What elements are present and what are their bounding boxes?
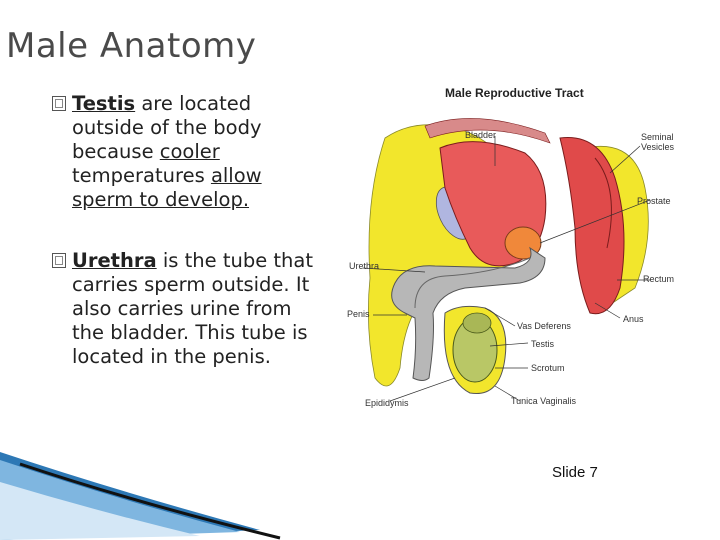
decorative-swoosh [0,452,281,540]
bullet-text: temperatures [72,164,211,187]
bullet-box-icon [52,96,66,111]
slide-title: Male Anatomy [6,26,257,66]
figure-title: Male Reproductive Tract [445,86,584,100]
bullet-text: is the tube that carries sperm outside. … [72,249,314,368]
label-tunica-vaginalis: Tunica Vaginalis [511,396,577,406]
bullet-text: are located outside of the body because [72,92,262,163]
anatomy-figure: Male Reproductive Tract Bladder Seminal … [345,78,675,418]
label-testis: Testis [531,339,555,349]
label-prostate: Prostate [637,196,671,206]
label-penis: Penis [347,309,370,319]
label-urethra: Urethra [349,261,380,271]
label-anus: Anus [623,314,644,324]
bullet-urethra: Urethra is the tube that carries sperm o… [52,249,322,369]
label-rectum: Rectum [643,274,675,284]
emphasis-cooler: cooler [159,140,220,163]
term-testis: Testis [72,92,136,115]
label-scrotum: Scrotum [531,363,565,373]
emphasis-allow-sperm: allow sperm to develop. [72,164,262,211]
label-vas-deferens: Vas Deferens [517,321,571,331]
bullet-list: Testis are located outside of the body b… [52,92,322,369]
label-epididymis: Epididymis [365,398,409,408]
bullet-testis: Testis are located outside of the body b… [52,92,322,212]
bullet-box-icon [52,253,66,268]
label-seminal-vesicles: Seminal Vesicles [641,132,675,152]
anatomy-illustration [362,118,651,402]
slide-number: Slide 7 [552,464,598,481]
label-bladder: Bladder [465,130,497,140]
term-urethra: Urethra [72,249,157,272]
